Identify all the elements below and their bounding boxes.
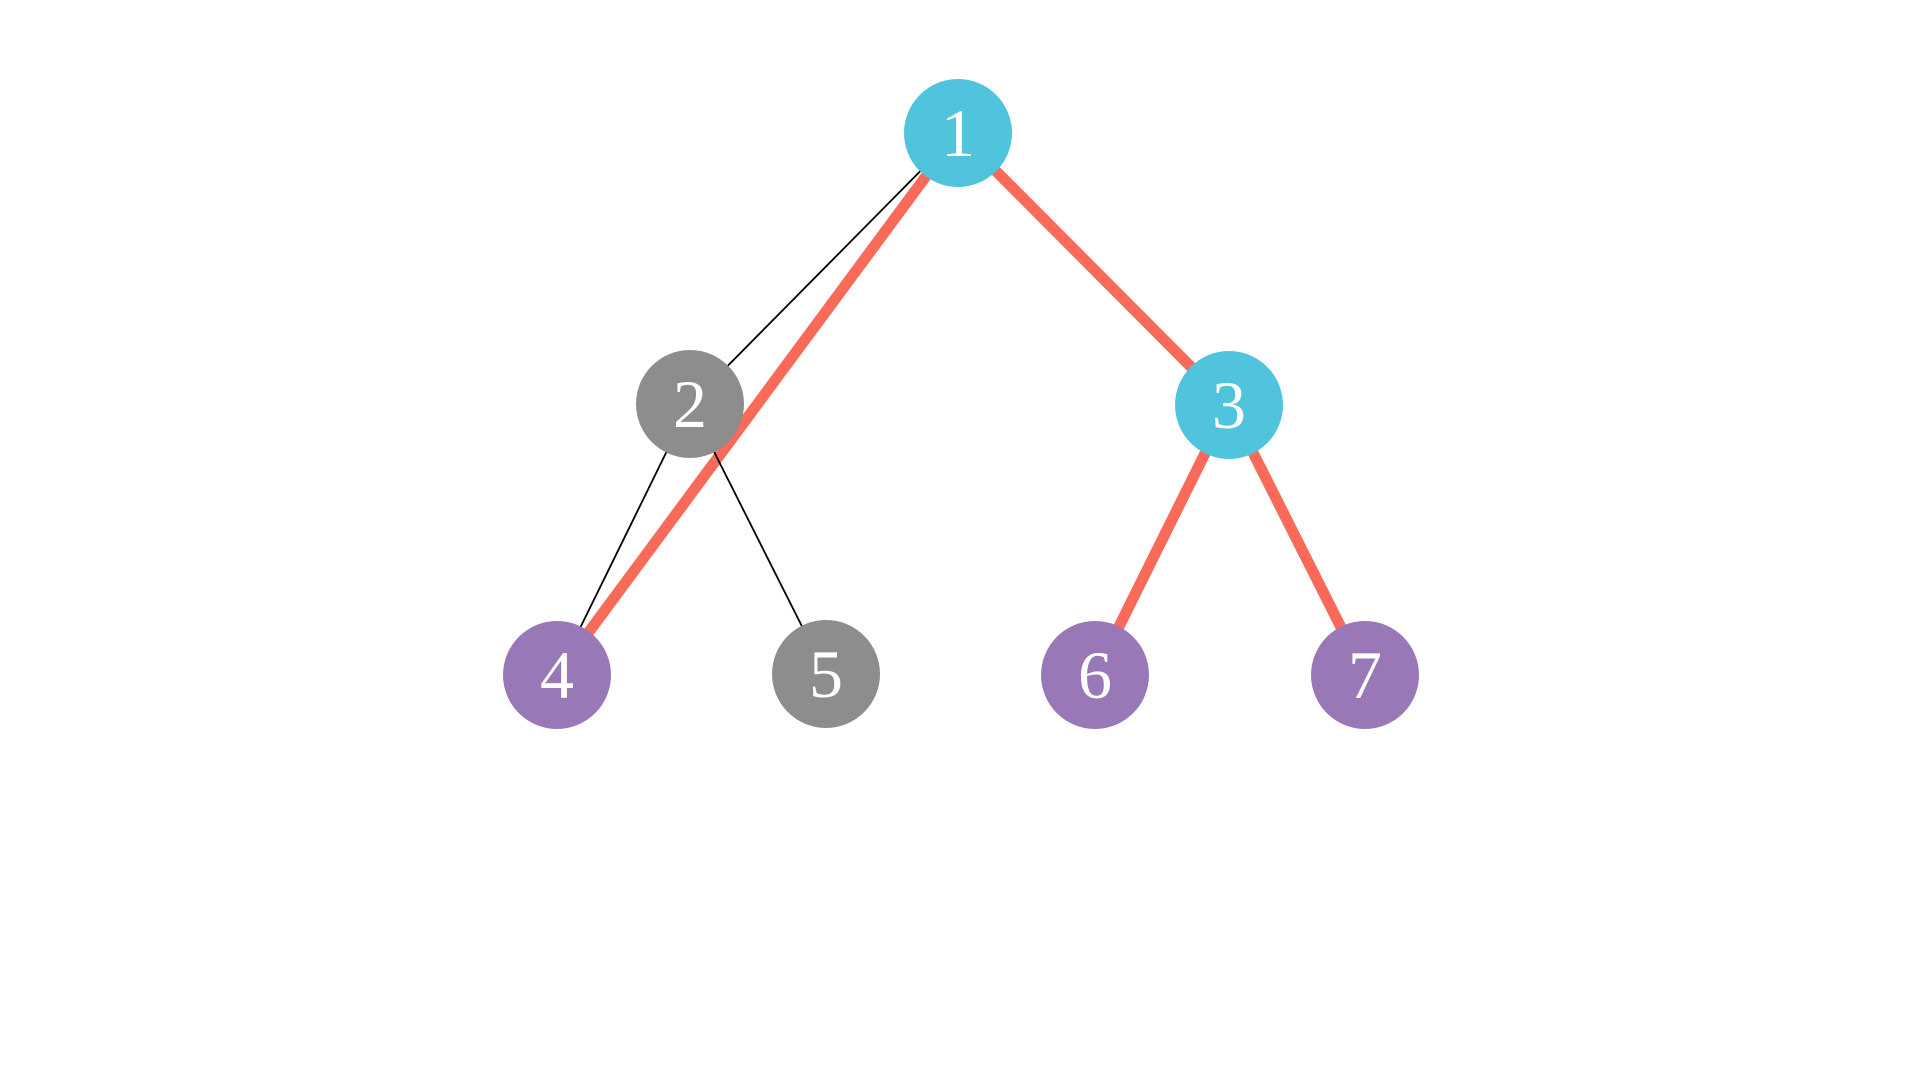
node-4: 4 bbox=[503, 621, 611, 729]
node-3-circle bbox=[1175, 351, 1283, 459]
node-6: 6 bbox=[1041, 621, 1149, 729]
node-5: 5 bbox=[772, 620, 880, 728]
node-3: 3 bbox=[1175, 351, 1283, 459]
node-5-circle bbox=[772, 620, 880, 728]
node-1-circle bbox=[904, 79, 1012, 187]
node-1: 1 bbox=[904, 79, 1012, 187]
node-2-circle bbox=[636, 350, 744, 458]
edge-1-3-highlighted bbox=[954, 129, 1233, 409]
node-7: 7 bbox=[1311, 621, 1419, 729]
node-2: 2 bbox=[636, 350, 744, 458]
node-4-circle bbox=[503, 621, 611, 729]
node-6-circle bbox=[1041, 621, 1149, 729]
edge-1-4-highlighted bbox=[552, 129, 963, 679]
edge-1-2 bbox=[689, 132, 959, 405]
node-layer: 1 2 3 4 5 6 7 bbox=[503, 79, 1419, 729]
node-7-circle bbox=[1311, 621, 1419, 729]
